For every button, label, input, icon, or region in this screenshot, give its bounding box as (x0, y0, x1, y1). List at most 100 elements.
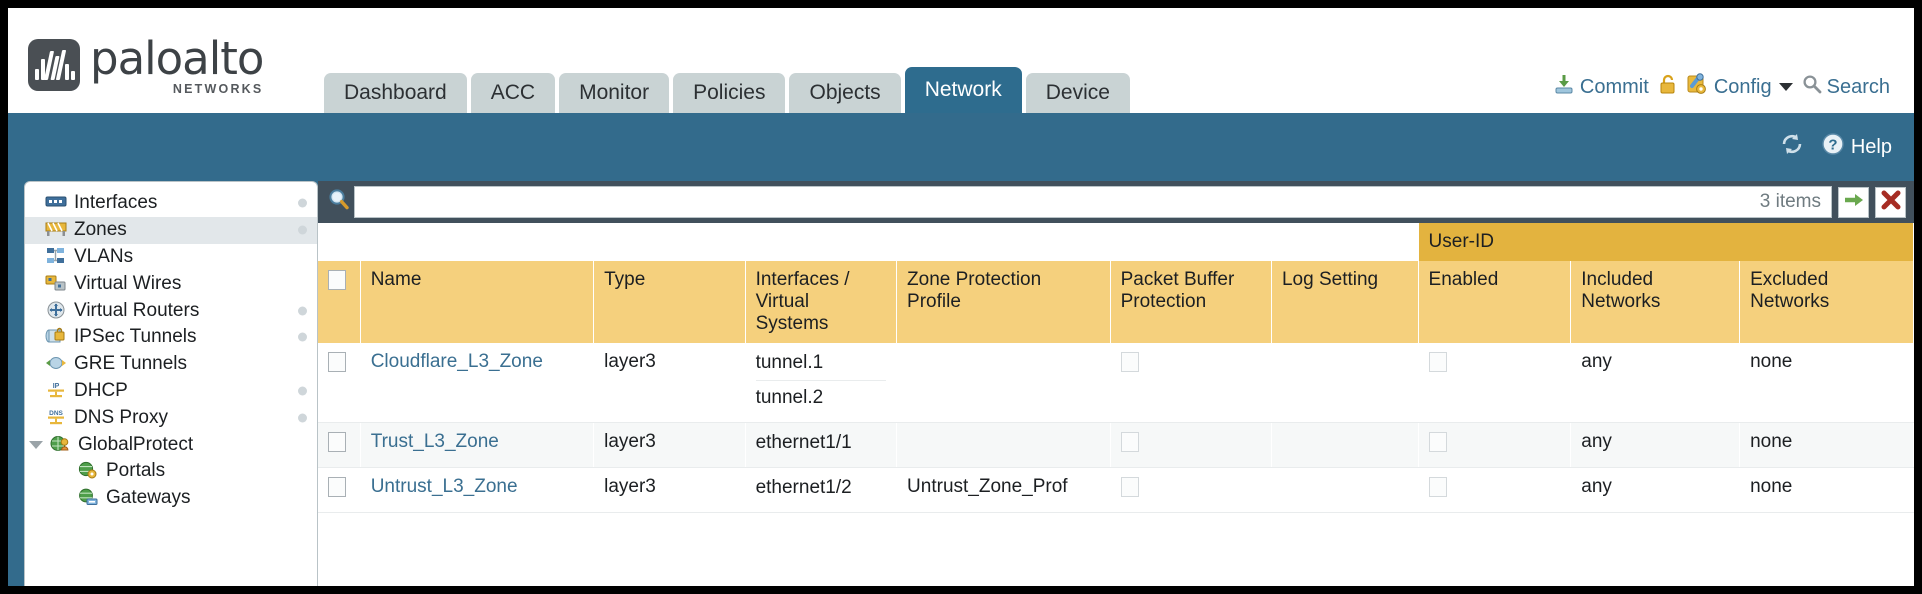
column-header-included-networks[interactable]: Included Networks (1570, 261, 1741, 343)
zones-icon (45, 220, 67, 240)
commit-button[interactable]: Commit (1553, 73, 1649, 101)
table-row[interactable]: Cloudflare_L3_Zone layer3 tunnel.1 tunne… (318, 343, 1914, 423)
ipsec-tunnels-icon (45, 327, 67, 347)
column-header-type[interactable]: Type (593, 261, 746, 343)
help-button[interactable]: ? Help (1821, 132, 1892, 162)
cell-name: Trust_L3_Zone (360, 422, 595, 468)
sidebar-item-dhcp[interactable]: IP DHCP (25, 378, 317, 405)
row-select-cell (318, 343, 361, 423)
sidebar-item-label: Virtual Routers (74, 299, 200, 321)
sidebar-item-gateways[interactable]: Gateways (25, 485, 317, 512)
red-x-icon (1880, 189, 1902, 216)
row-select-checkbox[interactable] (328, 431, 346, 452)
cell-included-networks: any (1570, 343, 1741, 423)
interfaces-icon (45, 193, 67, 213)
application-window: paloalto NETWORKS Dashboard ACC Monitor … (8, 8, 1914, 586)
column-header-name[interactable]: Name (360, 261, 595, 343)
sidebar-item-vlans[interactable]: VLANs (25, 244, 317, 271)
search-button[interactable]: Search (1802, 74, 1890, 100)
apply-filter-button[interactable] (1838, 186, 1869, 218)
column-header-log-setting[interactable]: Log Setting (1271, 261, 1419, 343)
userid-enabled-checkbox[interactable] (1428, 351, 1447, 372)
page-body: Interfaces Zones (8, 181, 1914, 586)
column-header-zone-protection-profile[interactable]: Zone Protection Profile (896, 261, 1111, 343)
group-header-spacer (318, 223, 1419, 261)
sidebar-item-gre-tunnels[interactable]: GRE Tunnels (25, 351, 317, 378)
tab-network[interactable]: Network (904, 67, 1022, 113)
padlock-icon[interactable] (1658, 73, 1678, 101)
tab-device[interactable]: Device (1025, 73, 1130, 113)
tab-acc[interactable]: ACC (470, 73, 556, 113)
sidebar-item-virtual-wires[interactable]: Virtual Wires (25, 270, 317, 297)
status-dot (298, 386, 307, 396)
table-row[interactable]: Untrust_L3_Zone layer3 ethernet1/2 Untru… (318, 467, 1914, 513)
row-select-checkbox[interactable] (328, 351, 346, 372)
packet-buffer-protection-checkbox[interactable] (1120, 431, 1139, 452)
zones-table: User-ID Name Type Interfaces / Virtual S… (318, 223, 1914, 513)
globalprotect-icon (49, 435, 71, 455)
interface-entry: tunnel.1 (755, 352, 824, 373)
tab-policies[interactable]: Policies (673, 73, 786, 113)
cell-excluded-networks: none (1739, 467, 1914, 513)
config-label: Config (1713, 75, 1772, 98)
green-arrow-icon (1843, 189, 1865, 216)
select-all-checkbox[interactable] (328, 269, 346, 290)
packet-buffer-protection-checkbox[interactable] (1120, 351, 1139, 372)
packet-buffer-protection-checkbox[interactable] (1120, 476, 1139, 497)
sidebar-item-portals[interactable]: Portals (25, 458, 317, 485)
portals-icon (77, 461, 99, 481)
cell-name: Untrust_L3_Zone (360, 467, 595, 513)
paloalto-logo-mark-icon (28, 39, 80, 92)
userid-enabled-checkbox[interactable] (1428, 431, 1447, 452)
dhcp-icon: IP (45, 381, 67, 401)
search-magnifier-icon[interactable] (324, 187, 354, 218)
sidebar-item-label: DNS Proxy (74, 406, 168, 428)
tab-dashboard[interactable]: Dashboard (324, 73, 467, 113)
column-header-enabled[interactable]: Enabled (1418, 261, 1572, 343)
tab-objects[interactable]: Objects (789, 73, 901, 113)
tab-monitor[interactable]: Monitor (559, 73, 670, 113)
config-menu[interactable]: Config (1687, 73, 1793, 101)
sidebar-item-interfaces[interactable]: Interfaces (25, 190, 317, 217)
group-header-row: User-ID (318, 223, 1914, 261)
sidebar-item-label: DHCP (74, 379, 128, 401)
sidebar-item-ipsec-tunnels[interactable]: IPSec Tunnels (25, 324, 317, 351)
gre-tunnels-icon (45, 354, 67, 374)
sidebar-item-virtual-routers[interactable]: Virtual Routers (25, 297, 317, 324)
row-select-cell (318, 422, 361, 468)
sidebar-item-dns-proxy[interactable]: DNS DNS Proxy (25, 404, 317, 431)
interface-entry: ethernet1/2 (755, 477, 852, 498)
row-select-checkbox[interactable] (328, 476, 346, 497)
refresh-button[interactable] (1779, 132, 1805, 162)
cell-included-networks: any (1570, 422, 1741, 468)
top-bar: paloalto NETWORKS Dashboard ACC Monitor … (8, 8, 1914, 113)
clear-filter-button[interactable] (1875, 186, 1906, 218)
zones-table-container: User-ID Name Type Interfaces / Virtual S… (318, 223, 1914, 586)
brand-name: paloalto (90, 31, 264, 85)
cell-userid-enabled (1418, 467, 1572, 513)
zone-name-link[interactable]: Untrust_L3_Zone (370, 476, 518, 497)
column-header-row: Name Type Interfaces / Virtual Systems Z… (318, 261, 1914, 343)
sidebar-item-zones[interactable]: Zones (25, 216, 317, 244)
status-dot (298, 198, 307, 208)
cell-log-setting (1271, 343, 1419, 423)
table-row[interactable]: Trust_L3_Zone layer3 ethernet1/1 (318, 422, 1914, 468)
search-input[interactable]: 3 items (354, 186, 1832, 218)
column-header-packet-buffer-protection[interactable]: Packet Buffer Protection (1110, 261, 1272, 343)
help-label: Help (1850, 135, 1892, 158)
zone-name-link[interactable]: Trust_L3_Zone (370, 431, 499, 452)
tree-collapse-arrow-icon[interactable] (29, 440, 43, 449)
search-label: Search (1826, 75, 1890, 98)
userid-enabled-checkbox[interactable] (1428, 476, 1447, 497)
cell-name: Cloudflare_L3_Zone (360, 343, 595, 423)
cell-type: layer3 (593, 343, 746, 423)
column-header-excluded-networks[interactable]: Excluded Networks (1739, 261, 1914, 343)
sidebar-item-label: GlobalProtect (78, 433, 194, 455)
sidebar-nav: Interfaces Zones (24, 181, 318, 586)
column-header-interfaces-virtual-systems[interactable]: Interfaces / Virtual Systems (745, 261, 898, 343)
sub-header-bar: ? Help (8, 113, 1914, 181)
zone-name-link[interactable]: Cloudflare_L3_Zone (370, 351, 543, 372)
status-dot (298, 332, 307, 342)
zones-table-body: Cloudflare_L3_Zone layer3 tunnel.1 tunne… (318, 343, 1914, 513)
sidebar-item-globalprotect[interactable]: GlobalProtect (25, 431, 317, 458)
